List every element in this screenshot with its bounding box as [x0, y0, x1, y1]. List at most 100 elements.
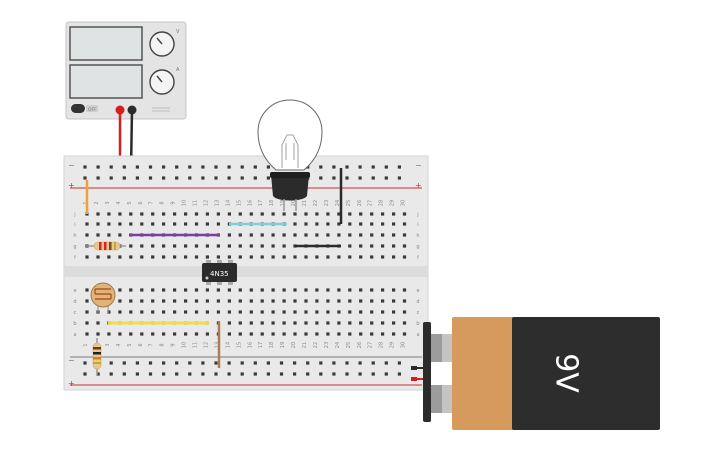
breadboard-hole[interactable]	[381, 321, 385, 325]
breadboard-hole[interactable]	[326, 212, 330, 216]
breadboard-hole[interactable]	[326, 310, 330, 314]
breadboard-hole[interactable]	[315, 288, 319, 292]
breadboard-hole[interactable]	[188, 361, 192, 365]
breadboard-hole[interactable]	[129, 212, 133, 216]
breadboard-hole[interactable]	[140, 288, 144, 292]
breadboard-hole[interactable]	[173, 310, 177, 314]
breadboard-hole[interactable]	[271, 299, 275, 303]
breadboard-hole[interactable]	[253, 176, 257, 180]
breadboard-hole[interactable]	[184, 332, 188, 336]
breadboard-hole[interactable]	[326, 255, 330, 259]
breadboard-hole[interactable]	[397, 176, 401, 180]
breadboard-hole[interactable]	[148, 361, 153, 365]
breadboard-hole[interactable]	[371, 361, 375, 365]
breadboard-hole[interactable]	[107, 310, 111, 314]
breadboard-hole[interactable]	[122, 165, 126, 169]
breadboard-hole[interactable]	[151, 332, 155, 336]
breadboard-hole[interactable]	[188, 176, 192, 180]
breadboard-hole[interactable]	[397, 165, 401, 169]
breadboard-hole[interactable]	[260, 233, 264, 237]
breadboard-hole[interactable]	[173, 299, 177, 303]
breadboard-hole[interactable]	[266, 176, 270, 180]
breadboard-hole[interactable]	[214, 372, 218, 376]
breadboard-hole[interactable]	[337, 288, 341, 292]
breadboard-hole[interactable]	[184, 288, 188, 292]
breadboard-hole[interactable]	[205, 212, 209, 216]
breadboard-hole[interactable]	[293, 321, 297, 325]
breadboard-hole[interactable]	[227, 165, 231, 169]
breadboard-hole[interactable]	[260, 321, 264, 325]
breadboard-hole[interactable]	[345, 165, 349, 169]
breadboard-hole[interactable]	[370, 321, 374, 325]
breadboard-hole[interactable]	[392, 222, 396, 226]
breadboard-hole[interactable]	[384, 361, 388, 365]
breadboard-hole[interactable]	[118, 222, 122, 226]
breadboard-hole[interactable]	[392, 332, 396, 336]
breadboard-hole[interactable]	[96, 233, 100, 237]
breadboard-hole[interactable]	[271, 288, 275, 292]
breadboard-hole[interactable]	[326, 222, 330, 226]
breadboard-hole[interactable]	[140, 244, 144, 248]
breadboard-hole[interactable]	[253, 361, 257, 365]
light-bulb[interactable]	[257, 99, 323, 211]
breadboard-hole[interactable]	[358, 165, 362, 169]
breadboard-hole[interactable]	[214, 361, 218, 365]
breadboard-hole[interactable]	[315, 321, 319, 325]
breadboard-hole[interactable]	[227, 244, 231, 248]
breadboard-hole[interactable]	[319, 165, 323, 169]
breadboard-hole[interactable]	[392, 233, 396, 237]
breadboard-hole[interactable]	[359, 233, 363, 237]
breadboard-hole[interactable]	[249, 212, 253, 216]
breadboard-hole[interactable]	[109, 176, 113, 180]
breadboard-hole[interactable]	[162, 299, 166, 303]
breadboard-hole[interactable]	[370, 332, 374, 336]
breadboard-hole[interactable]	[151, 288, 155, 292]
breadboard-hole[interactable]	[266, 361, 270, 365]
breadboard-hole[interactable]	[370, 244, 374, 248]
breadboard-hole[interactable]	[238, 332, 242, 336]
breadboard-hole[interactable]	[402, 310, 407, 314]
breadboard-hole[interactable]	[293, 233, 297, 237]
breadboard-hole[interactable]	[151, 255, 155, 259]
breadboard-hole[interactable]	[249, 332, 253, 336]
breadboard-hole[interactable]	[109, 372, 113, 376]
breadboard-hole[interactable]	[359, 244, 363, 248]
breadboard-hole[interactable]	[205, 244, 209, 248]
breadboard-hole[interactable]	[135, 165, 139, 169]
breadboard-hole[interactable]	[227, 255, 231, 259]
breadboard-hole[interactable]	[173, 244, 177, 248]
breadboard-hole[interactable]	[96, 212, 100, 216]
breadboard-hole[interactable]	[184, 222, 188, 226]
breadboard-hole[interactable]	[148, 165, 153, 169]
breadboard-hole[interactable]	[402, 222, 407, 226]
breadboard-hole[interactable]	[107, 212, 111, 216]
breadboard-hole[interactable]	[371, 165, 375, 169]
battery-9v[interactable]: 9V	[411, 317, 660, 430]
breadboard-hole[interactable]	[227, 212, 231, 216]
breadboard-hole[interactable]	[304, 288, 308, 292]
breadboard-hole[interactable]	[216, 244, 220, 248]
breadboard-hole[interactable]	[249, 321, 253, 325]
breadboard-hole[interactable]	[140, 299, 144, 303]
resistor-upper[interactable]	[86, 241, 126, 251]
breadboard-hole[interactable]	[227, 176, 231, 180]
breadboard-hole[interactable]	[266, 372, 270, 376]
breadboard-hole[interactable]	[293, 212, 297, 216]
breadboard-hole[interactable]	[337, 310, 341, 314]
breadboard-hole[interactable]	[85, 332, 89, 336]
breadboard-hole[interactable]	[402, 255, 407, 259]
breadboard-hole[interactable]	[315, 212, 319, 216]
breadboard-hole[interactable]	[249, 288, 253, 292]
breadboard-hole[interactable]	[96, 332, 100, 336]
breadboard-hole[interactable]	[381, 255, 385, 259]
breadboard-hole[interactable]	[326, 299, 330, 303]
breadboard-hole[interactable]	[358, 176, 362, 180]
breadboard-hole[interactable]	[151, 222, 155, 226]
breadboard-hole[interactable]	[260, 310, 264, 314]
breadboard-hole[interactable]	[151, 244, 155, 248]
breadboard-hole[interactable]	[83, 165, 87, 169]
breadboard-hole[interactable]	[129, 332, 133, 336]
breadboard-hole[interactable]	[184, 299, 188, 303]
breadboard-hole[interactable]	[381, 332, 385, 336]
breadboard-hole[interactable]	[140, 212, 144, 216]
